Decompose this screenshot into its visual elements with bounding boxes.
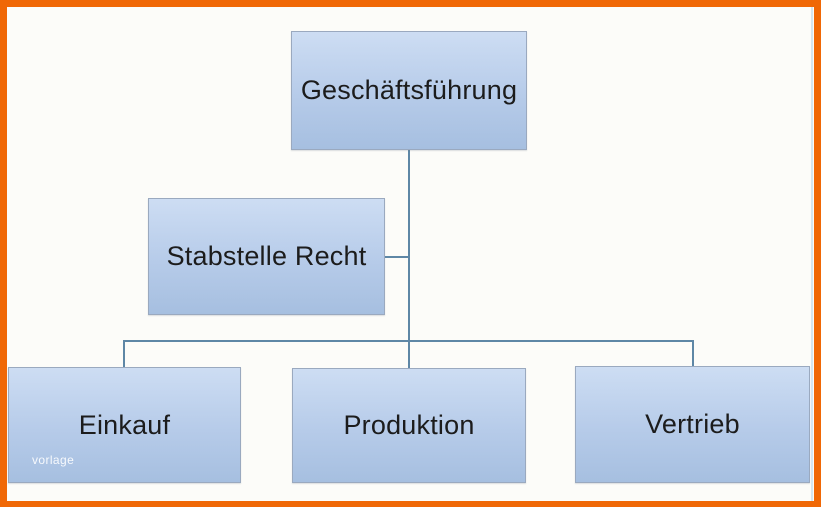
- org-box-label: Vertrieb: [645, 409, 740, 439]
- org-box-label: Geschäftsführung: [300, 75, 518, 105]
- watermark-text: vorlage: [32, 453, 75, 467]
- connector-drop-vertrieb: [692, 340, 694, 366]
- page-edge-line: [811, 7, 813, 501]
- connector-staff-horizontal: [385, 256, 410, 258]
- connector-drop-einkauf: [123, 340, 125, 367]
- connector-children-bus: [123, 340, 694, 342]
- org-box-produktion[interactable]: Produktion: [292, 368, 526, 483]
- org-box-vertrieb[interactable]: Vertrieb: [575, 366, 810, 483]
- org-box-stabstelle-recht[interactable]: Stabstelle Recht: [148, 198, 385, 315]
- org-box-label: Produktion: [343, 410, 475, 440]
- org-box-label: Einkauf: [78, 409, 171, 440]
- diagram-canvas: Geschäftsführung Stabstelle Recht Einkau…: [7, 7, 814, 501]
- org-box-label: Stabstelle Recht: [166, 241, 367, 271]
- org-box-geschaeftsfuehrung[interactable]: Geschäftsführung: [291, 31, 527, 150]
- connector-root-vertical: [408, 150, 410, 368]
- org-box-einkauf[interactable]: Einkauf: [8, 367, 241, 483]
